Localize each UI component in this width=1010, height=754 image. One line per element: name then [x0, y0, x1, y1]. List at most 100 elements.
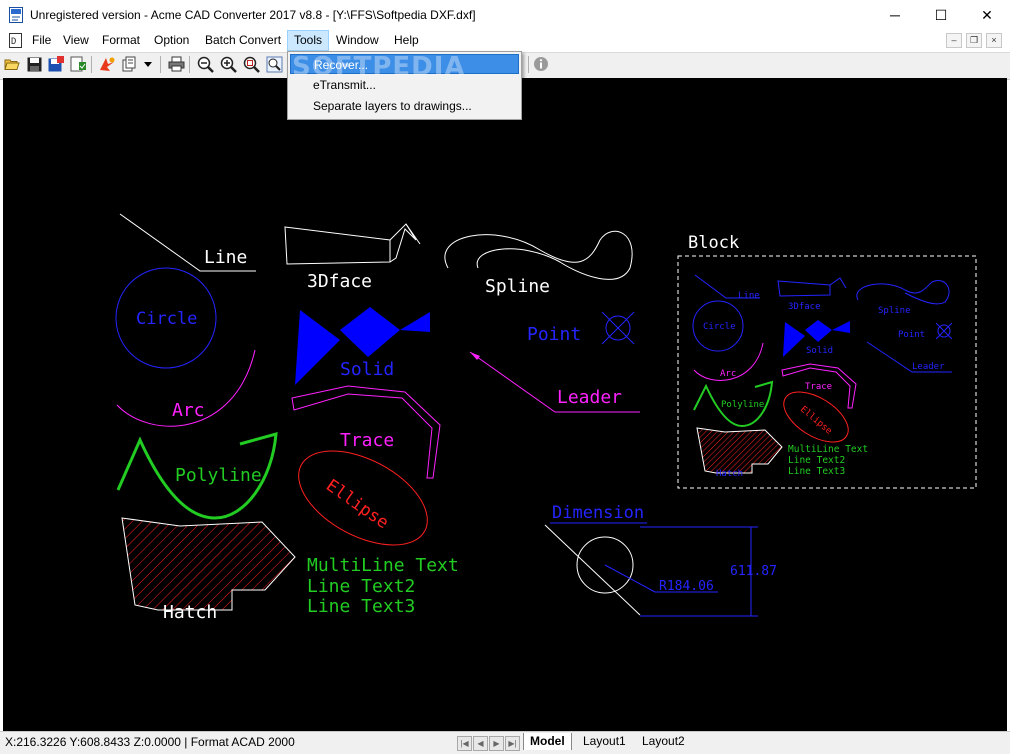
- solid-entity: Solid: [295, 307, 430, 385]
- mtext-entity: MultiLine Text Line Text2 Line Text3: [307, 555, 459, 617]
- block-arc-label: Arc: [720, 369, 736, 379]
- block-line-label: Line: [738, 291, 760, 301]
- point-entity: Point: [527, 311, 635, 345]
- coordinates-readout: X:216.3226 Y:608.8433 Z:0.0000 | Format …: [5, 735, 295, 749]
- menu-item-separate-layers[interactable]: Separate layers to drawings...: [313, 99, 472, 113]
- tab-layout1[interactable]: Layout1: [583, 734, 626, 748]
- menu-file[interactable]: File: [32, 33, 52, 47]
- trace-label: Trace: [340, 430, 394, 451]
- zoom-in-icon[interactable]: [219, 55, 237, 73]
- menu-option[interactable]: Option: [154, 33, 190, 47]
- mdi-minimize-icon[interactable]: –: [946, 33, 962, 48]
- save-as-icon[interactable]: [47, 55, 65, 73]
- maximize-icon: ☐: [934, 6, 948, 23]
- drawing-canvas[interactable]: Line 3Dface Spline Circle Solid Point Ar…: [3, 78, 1007, 731]
- print-icon[interactable]: [167, 55, 185, 73]
- dimension-label: Dimension: [552, 503, 644, 523]
- minimize-icon: ─: [890, 7, 900, 23]
- toolbar-separator: [189, 56, 190, 73]
- pdf-convert-icon[interactable]: [98, 55, 116, 73]
- block-3dface-label: 3Dface: [788, 302, 821, 312]
- 3dface-label: 3Dface: [307, 271, 372, 292]
- close-button[interactable]: ✕: [964, 0, 1010, 30]
- app-icon[interactable]: [9, 7, 23, 23]
- print-preview-icon[interactable]: [69, 55, 87, 73]
- block-spline-label: Spline: [878, 306, 911, 316]
- first-layout-icon[interactable]: |◀: [457, 736, 472, 751]
- multiline-text-line3: Line Text3: [307, 596, 415, 617]
- linear-dimension-text: 611.87: [730, 564, 777, 579]
- solid-label: Solid: [340, 359, 394, 380]
- menu-batch-convert[interactable]: Batch Convert: [205, 33, 282, 47]
- circle-label: Circle: [136, 309, 197, 329]
- line-label: Line: [204, 247, 247, 268]
- spline-label: Spline: [485, 276, 550, 297]
- polyline-label: Polyline: [175, 465, 262, 486]
- arc-entity: Arc: [116, 349, 256, 427]
- polyline-entity: Polyline: [116, 431, 278, 520]
- window-title: Unregistered version - Acme CAD Converte…: [30, 8, 476, 22]
- block-leader-label: Leader: [912, 362, 945, 372]
- batch-icon[interactable]: [121, 55, 139, 73]
- menu-item-etransmit[interactable]: eTransmit...: [313, 78, 376, 92]
- maximize-button[interactable]: ☐: [918, 0, 964, 30]
- arc-label: Arc: [172, 400, 205, 421]
- last-layout-icon[interactable]: ▶|: [505, 736, 520, 751]
- block-solid-label: Solid: [806, 346, 833, 356]
- open-icon[interactable]: [3, 55, 21, 73]
- zoom-window-icon[interactable]: [242, 55, 260, 73]
- hatch-entity: Hatch: [121, 517, 296, 623]
- block-point-label: Point: [898, 330, 925, 340]
- toolbar-separator: [528, 56, 529, 73]
- block-polyline-label: Polyline: [721, 400, 764, 410]
- menu-item-recover[interactable]: Recover...: [290, 54, 519, 74]
- mdi-controls: – ❐ ×: [946, 33, 1002, 48]
- block-circle-label: Circle: [703, 322, 736, 332]
- 3dface-entity: 3Dface: [284, 223, 421, 292]
- mdi-close-icon[interactable]: ×: [986, 33, 1002, 48]
- line-entity: Line: [119, 213, 256, 272]
- tab-layout2[interactable]: Layout2: [642, 734, 685, 748]
- title-bar: [0, 0, 1010, 30]
- prev-layout-icon[interactable]: ◀: [473, 736, 488, 751]
- block-mtext-line3: Line Text3: [788, 466, 845, 477]
- info-icon[interactable]: [532, 55, 550, 73]
- leader-label: Leader: [557, 387, 622, 408]
- menu-help[interactable]: Help: [394, 33, 419, 47]
- circle-entity: Circle: [115, 267, 217, 369]
- next-layout-icon[interactable]: ▶: [489, 736, 504, 751]
- save-icon[interactable]: [25, 55, 43, 73]
- menu-tools[interactable]: Tools: [287, 30, 330, 51]
- menu-view[interactable]: View: [63, 33, 89, 47]
- minimize-button[interactable]: ─: [872, 0, 918, 30]
- hatch-label: Hatch: [163, 602, 217, 623]
- close-icon: ✕: [981, 6, 993, 23]
- toolbar-separator: [91, 56, 92, 73]
- radius-dimension-text: R184.06: [659, 579, 714, 594]
- menu-bar: [0, 30, 1010, 51]
- toolbar-separator: [160, 56, 161, 73]
- tab-model[interactable]: Model: [523, 733, 572, 750]
- multiline-text-line1: MultiLine Text: [307, 555, 459, 576]
- block-hatch-label: Hatch: [716, 469, 743, 479]
- menu-window[interactable]: Window: [336, 33, 379, 47]
- softpedia-watermark: SOFTPEDIA: [292, 52, 466, 82]
- menu-format[interactable]: Format: [102, 33, 141, 47]
- mdi-restore-icon[interactable]: ❐: [966, 33, 982, 48]
- dimension-entity: Dimension R184.06 611.87: [544, 503, 777, 617]
- batch-dropdown-chevron-down-icon[interactable]: [142, 55, 154, 73]
- trace-entity: Trace: [291, 385, 441, 479]
- zoom-out-icon[interactable]: [196, 55, 214, 73]
- cad-drawing: Line 3Dface Spline Circle Solid Point Ar…: [115, 213, 977, 623]
- block-mtext-line1: MultiLine Text: [788, 444, 868, 455]
- ellipse-entity: Ellipse: [298, 450, 428, 546]
- tools-dropdown-menu: Recover... eTransmit... Separate layers …: [287, 51, 522, 120]
- multiline-text-line2: Line Text2: [307, 576, 415, 597]
- zoom-extents-icon[interactable]: [265, 55, 283, 73]
- point-label: Point: [527, 324, 581, 345]
- block-trace-label: Trace: [805, 382, 832, 392]
- leader-entity: Leader: [469, 351, 640, 413]
- block-mtext-line2: Line Text2: [788, 455, 845, 466]
- block-entity: Block Line 3Dface Spline Circle Solid Po…: [677, 233, 977, 489]
- document-icon[interactable]: D: [9, 33, 23, 51]
